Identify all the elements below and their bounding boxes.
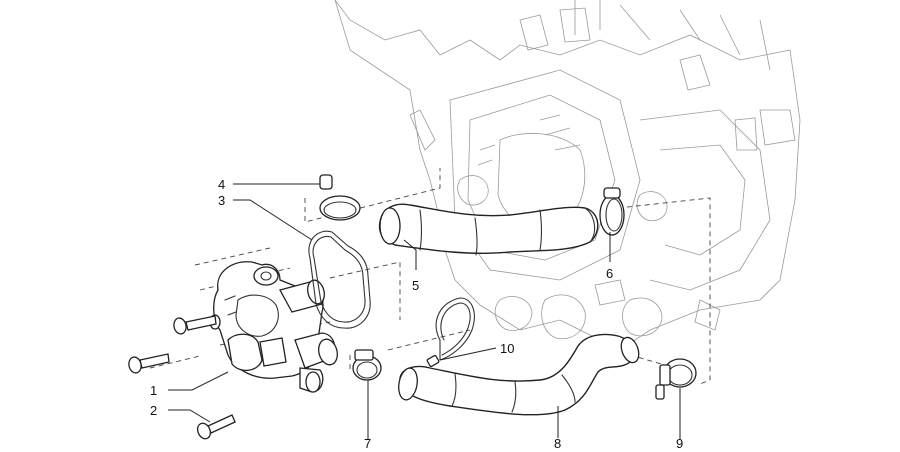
callout-7: 7 (364, 436, 371, 451)
callout-9: 9 (676, 436, 683, 451)
callout-2: 2 (150, 403, 157, 418)
callout-6: 6 (606, 266, 613, 281)
cable-tie (426, 297, 475, 368)
callout-1: 1 (150, 383, 157, 398)
hose-clamp-4 (319, 174, 361, 221)
bolt-lower (196, 414, 236, 440)
callout-5: 5 (412, 278, 419, 293)
hose-clamp-9 (655, 358, 697, 400)
bolt-middle (128, 353, 170, 374)
upper-coolant-hose (378, 203, 599, 256)
thermostat-housing (209, 261, 338, 393)
lower-coolant-hose (398, 333, 640, 416)
callout-labels: 1 2 3 4 5 6 7 8 9 10 (150, 177, 683, 451)
bolt-upper (173, 315, 217, 335)
hose-clamp-6 (599, 187, 625, 236)
callout-3: 3 (218, 193, 225, 208)
callout-8: 8 (554, 436, 561, 451)
engine-block (334, 0, 801, 351)
callout-10: 10 (500, 341, 514, 356)
hose-clamp-7 (352, 349, 382, 381)
gasket-seal (308, 230, 371, 329)
leader-lines (168, 183, 681, 440)
callout-4: 4 (218, 177, 225, 192)
